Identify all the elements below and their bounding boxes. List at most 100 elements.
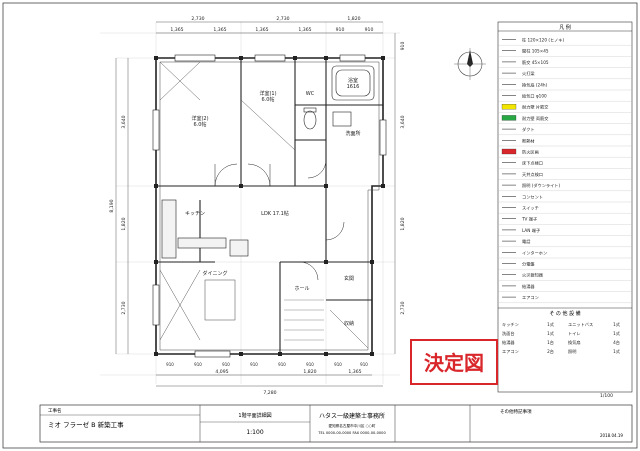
legend-label: コンセント xyxy=(522,194,543,199)
dim-top-overall: 2,730 xyxy=(191,16,204,22)
kitchen-counter xyxy=(161,199,249,259)
equipment-qty: 1式 xyxy=(613,348,621,354)
legend-label: 耐力壁 両筋交 xyxy=(522,115,548,122)
exterior-wall-inner xyxy=(159,61,380,351)
legend-label: 間柱 105×45 xyxy=(522,48,549,55)
equipment-name: キッチン xyxy=(502,322,519,327)
room-label: LDK 17.1帖 xyxy=(261,210,289,217)
room-label-line: 1616 xyxy=(347,84,360,90)
approval-stamp: 決定図 xyxy=(410,339,498,385)
legend-label: 火打梁 xyxy=(522,70,535,77)
equipment-name: 換気扇 xyxy=(568,339,581,346)
doors xyxy=(214,159,345,281)
legend-label: 換気扇 (24h) xyxy=(522,81,548,88)
equipment-name: 給湯器 xyxy=(502,339,515,346)
room-label-line: キッチン xyxy=(185,211,205,217)
legend-panel: 凡 例 柱 120×120 (ヒノキ) 間柱 105×45 筋交 45×105 火打梁… xyxy=(497,21,633,393)
legend-label: LAN 端子 xyxy=(522,227,540,234)
dim-bottom-segment: 910 xyxy=(306,362,314,367)
title-drawing-name: 1階平面詳細図 xyxy=(238,412,271,419)
room-label-line: ダイニング xyxy=(202,270,227,277)
title-scale: 1:100 xyxy=(246,429,263,436)
dim-bottom-overall: 7,280 xyxy=(263,390,276,396)
dim-top-sub: 910 xyxy=(336,27,345,33)
room-label: 玄関 xyxy=(344,275,354,282)
dim-right-sub: 2,730 xyxy=(400,301,406,314)
legend-label: 柱 120×120 (ヒノキ) xyxy=(522,37,565,44)
title-date: 2018.04.19 xyxy=(600,433,623,438)
dim-top-overall: 1,820 xyxy=(347,16,360,22)
dim-left-overall: 8,190 xyxy=(109,199,115,212)
equipment-name: トイレ xyxy=(568,331,581,336)
equipment-qty: 1台 xyxy=(547,339,554,346)
room-label: 洋室(1)6.0帖 xyxy=(259,90,276,103)
legend-label: 天井点検口 xyxy=(522,171,543,178)
dim-right-sub: 1,820 xyxy=(400,217,406,230)
north-arrow-icon xyxy=(454,48,486,80)
equipment-qty: 1式 xyxy=(613,330,621,336)
bath-fixtures xyxy=(303,65,375,130)
title-block: 工事名 ミオ フラーゼ B 新築工事 1階平面詳細図 1:100 ハタス一級建築… xyxy=(39,404,633,443)
dim-left-sub: 1,820 xyxy=(121,217,127,230)
legend-label: 断熱材 xyxy=(522,137,535,144)
windows xyxy=(152,54,387,358)
equipment-name: 照明 xyxy=(568,349,576,355)
dim-bottom-segment: 910 xyxy=(278,362,286,367)
legend-swatch xyxy=(501,148,517,155)
legend-label: ダクト xyxy=(522,126,535,133)
entry-hatch xyxy=(284,299,324,341)
dimension-lines xyxy=(115,21,396,387)
title-project-name: ミオ フラーゼ B 新築工事 xyxy=(48,420,124,429)
dim-top-sub: 1,365 xyxy=(298,27,311,33)
legend-label: 防火区画 xyxy=(522,149,539,156)
room-label-line: 6.0帖 xyxy=(262,96,275,103)
dim-bottom-segment: 910 xyxy=(194,362,202,367)
equipment-name: ユニットバス xyxy=(568,322,593,327)
legend-label: 電話 xyxy=(522,238,530,245)
title-note-label: その他特記事項 xyxy=(500,408,532,415)
equipment-qty: 1式 xyxy=(613,321,621,327)
room-label-line: ホール xyxy=(294,286,309,292)
dim-left-sub: 2,730 xyxy=(121,301,127,314)
room-label: 収納 xyxy=(344,320,354,327)
room-label: 洋室(2)6.0帖 xyxy=(191,115,208,128)
room-label: ダイニング xyxy=(202,270,227,277)
room-label-line: WC xyxy=(306,91,315,97)
legend-header: 凡 例 xyxy=(559,24,571,31)
dim-right-sub: 3,640 xyxy=(400,115,406,128)
room-label-line: LDK 17.1帖 xyxy=(261,210,289,217)
dim-bottom-sub: 1,820 xyxy=(303,369,316,375)
equipment-qty: 1式 xyxy=(547,321,555,327)
legend-label: 筋交 45×105 xyxy=(522,59,549,66)
dining-table xyxy=(204,279,236,321)
dim-bottom-sub: 4,095 xyxy=(215,369,228,375)
legend-label: 分電盤 xyxy=(522,261,535,268)
dim-top-sub: 1,365 xyxy=(213,27,226,33)
legend-rows: 柱 120×120 (ヒノキ) 間柱 105×45 筋交 45×105 火打梁換気扇 … xyxy=(498,37,632,303)
room-label-line: 玄関 xyxy=(344,275,354,282)
floor-plan: 洋室(2)6.0帖 洋室(1)6.0帖 LDK 17.1帖 キッチン ダイニング… xyxy=(100,16,406,396)
equipment-qty: 1式 xyxy=(547,330,555,336)
legend-label: スイッチ xyxy=(522,206,539,211)
room-label-line: 6.0帖 xyxy=(194,121,207,128)
room-labels: 洋室(2)6.0帖 洋室(1)6.0帖 LDK 17.1帖 キッチン ダイニング… xyxy=(185,77,361,327)
equipment-qty: 4台 xyxy=(613,339,620,346)
dimension-texts-vertical: 8,190 3,640 1,820 2,730 910 3,640 1,820 … xyxy=(109,42,406,315)
room-label-line: 収納 xyxy=(344,320,354,327)
dim-bottom-segment: 910 xyxy=(166,362,174,367)
room-label-line: 洋室(1) xyxy=(259,90,276,97)
legend-swatch xyxy=(501,115,517,121)
legend-label: 火災報知器 xyxy=(522,272,544,279)
scale-label: 1/100 xyxy=(600,393,613,399)
dim-right-sub: 910 xyxy=(400,42,406,51)
dimension-texts: 2,730 2,730 1,820 1,365 1,365 1,365 1,36… xyxy=(166,16,373,396)
equipment-header: そ の 他 設 備 xyxy=(549,310,580,317)
dim-bottom-segment: 910 xyxy=(360,362,368,367)
room-label-line: 浴室 xyxy=(348,77,358,84)
dim-top-sub: 910 xyxy=(365,27,374,33)
dim-bottom-segment: 910 xyxy=(250,362,258,367)
legend-label: 給気口 φ100 xyxy=(522,93,547,100)
